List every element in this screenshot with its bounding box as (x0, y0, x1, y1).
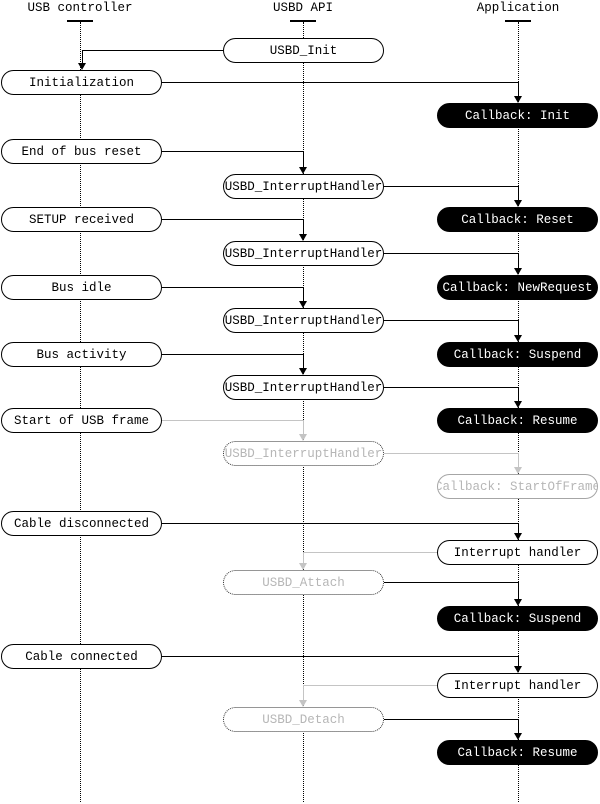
edge-sof-uih-vline (303, 420, 304, 435)
node-start-of-usb-frame: Start of USB frame (1, 408, 162, 433)
edge-uih-cbnewreq-vline (518, 253, 519, 269)
node-bus-activity: Bus activity (1, 342, 162, 367)
edge-ih-usbddetach-hline (303, 685, 437, 686)
edge-busreset-uih-arrow-icon (299, 167, 307, 174)
edge-uih-cbreset-vline (518, 186, 519, 201)
node-callback-init: Callback: Init (437, 103, 598, 128)
edge-busreset-uih-vline (303, 151, 304, 168)
edge-init-cbinit-arrow-icon (514, 96, 522, 103)
edge-uih-cbreset-arrow-icon (514, 200, 522, 207)
edge-cableconn-ih-arrow-icon (514, 666, 522, 673)
node-usbd-detach-disabled: USBD_Detach (223, 707, 384, 732)
edge-ih-usbdattach-arrow-icon (299, 563, 307, 570)
node-usbd-init: USBD_Init (223, 38, 384, 63)
node-cable-disconnected: Cable disconnected (1, 511, 162, 536)
edge-cabledisc-ih-arrow-icon (514, 533, 522, 540)
node-usbd-interrupthandler-2: USBD_InterruptHandler (223, 241, 384, 266)
node-usbd-interrupthandler-3: USBD_InterruptHandler (223, 308, 384, 333)
column-header-application: Application (476, 1, 560, 15)
edge-uih-cbsuspend-arrow-icon (514, 335, 522, 342)
edge-usbdattach-cbsuspend-arrow-icon (514, 599, 522, 606)
node-callback-startofframe-disabled: Callback: StartOfFrame (437, 474, 598, 499)
edge-uih-cbsuspend-hline (384, 320, 518, 321)
header-bar-usbd-api (290, 20, 316, 22)
edge-sof-uih-hline (162, 420, 303, 421)
edge-setup-uih-vline (303, 219, 304, 235)
column-header-usb-controller: USB controller (27, 1, 133, 15)
edge-setup-uih-arrow-icon (299, 234, 307, 241)
node-callback-newrequest: Callback: NewRequest (437, 275, 598, 300)
node-interrupt-handler-2: Interrupt handler (437, 673, 598, 698)
edge-usbdattach-cbsuspend-vline (518, 582, 519, 600)
edge-ih-usbdattach-hline (303, 552, 437, 553)
node-end-of-bus-reset: End of bus reset (1, 139, 162, 164)
edge-busactivity-uih-hline (162, 354, 303, 355)
edge-cableconn-ih-hline (162, 656, 518, 657)
node-callback-resume-2: Callback: Resume (437, 740, 598, 765)
node-setup-received: SETUP received (1, 207, 162, 232)
edge-usbddetach-cbresume-arrow-icon (514, 733, 522, 740)
node-callback-suspend: Callback: Suspend (437, 342, 598, 367)
edge-ih-usbddetach-arrow-icon (299, 700, 307, 707)
edge-usbddetach-cbresume-vline (518, 719, 519, 734)
edge-cabledisc-ih-vline (518, 523, 519, 534)
edge-cableconn-ih-vline (518, 656, 519, 667)
edge-uih-cbsof-hline (384, 453, 518, 454)
edge-uih-cbsuspend-vline (518, 320, 519, 336)
edge-uih-cbresume-vline (518, 387, 519, 402)
lifeline-usbd-api (303, 22, 304, 802)
edge-setup-uih-hline (162, 219, 303, 220)
edge-busidle-uih-hline (162, 287, 303, 288)
edge-uih-cbresume-arrow-icon (514, 401, 522, 408)
node-usbd-interrupthandler-1: USBD_InterruptHandler (223, 174, 384, 199)
header-bar-application (505, 20, 531, 22)
edge-usbdinit-init-vline (82, 50, 83, 64)
node-callback-suspend-2: Callback: Suspend (437, 606, 598, 631)
node-usbd-interrupthandler-4: USBD_InterruptHandler (223, 375, 384, 400)
header-bar-usb-controller (67, 20, 93, 22)
edge-ih-usbdattach-vline (303, 552, 304, 564)
node-usbd-attach-disabled: USBD_Attach (223, 570, 384, 595)
edge-uih-cbnewreq-arrow-icon (514, 268, 522, 275)
edge-busidle-uih-vline (303, 287, 304, 302)
edge-ih-usbddetach-vline (303, 685, 304, 701)
edge-usbdinit-init-hline (82, 50, 223, 51)
node-cable-connected: Cable connected (1, 644, 162, 669)
node-callback-resume: Callback: Resume (437, 408, 598, 433)
edge-busidle-uih-arrow-icon (299, 301, 307, 308)
node-callback-reset: Callback: Reset (437, 207, 598, 232)
node-bus-idle: Bus idle (1, 275, 162, 300)
edge-uih-cbsof-arrow-icon (514, 467, 522, 474)
edge-uih-cbnewreq-hline (384, 253, 518, 254)
edge-busactivity-uih-arrow-icon (299, 368, 307, 375)
edge-uih-cbreset-hline (384, 186, 518, 187)
edge-busactivity-uih-vline (303, 354, 304, 369)
edge-usbdattach-cbsuspend-hline (384, 582, 518, 583)
edge-uih-cbresume-hline (384, 387, 518, 388)
edge-usbddetach-cbresume-hline (384, 719, 518, 720)
node-usbd-interrupthandler-5-disabled: USBD_InterruptHandler (223, 441, 384, 466)
edge-init-cbinit-hline (162, 82, 518, 83)
edge-sof-uih-arrow-icon (299, 434, 307, 441)
edge-init-cbinit-vline (518, 82, 519, 97)
node-initialization: Initialization (1, 70, 162, 95)
edge-uih-cbsof-vline (518, 453, 519, 468)
edge-cabledisc-ih-hline (162, 523, 518, 524)
node-interrupt-handler-1: Interrupt handler (437, 540, 598, 565)
column-header-usbd-api: USBD API (272, 1, 334, 15)
edge-usbdinit-init-arrow-icon (78, 63, 86, 70)
edge-busreset-uih-hline (162, 151, 303, 152)
